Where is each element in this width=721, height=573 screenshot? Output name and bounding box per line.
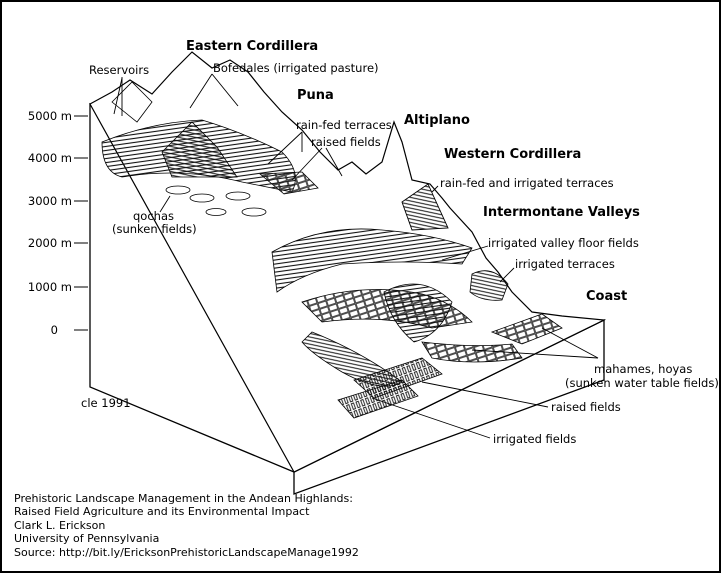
label-irrigated-valley-floor: irrigated valley floor fields bbox=[488, 236, 639, 250]
artist-signature: cle 1991 bbox=[81, 396, 131, 410]
label-rain-fed-terraces: rain-fed terraces bbox=[296, 118, 392, 132]
elev-label-1000: 1000 m bbox=[28, 280, 72, 294]
credit-line-author: Clark L. Erickson bbox=[14, 518, 106, 532]
heading-altiplano: Altiplano bbox=[404, 113, 470, 128]
elev-label-5000: 5000 m bbox=[28, 109, 72, 123]
heading-coast: Coast bbox=[586, 289, 627, 304]
credit-line-source: Source: http://bit.ly/EricksonPrehistori… bbox=[14, 545, 359, 559]
heading-eastern-cordillera: Eastern Cordillera bbox=[186, 39, 318, 54]
heading-intermontane-valleys: Intermontane Valleys bbox=[483, 205, 640, 220]
credit-line-institution: University of Pennsylvania bbox=[14, 532, 160, 546]
label-bofedales: Bofedales (irrigated pasture) bbox=[213, 61, 379, 75]
western-cordillera-peak bbox=[401, 183, 449, 231]
credit-line-title: Prehistoric Landscape Management in the … bbox=[14, 492, 353, 505]
label-qochas: qochas bbox=[133, 209, 174, 223]
label-mahames-sunken: (sunken water table fields) bbox=[565, 376, 719, 390]
intermontane-terraces bbox=[271, 228, 523, 387]
heading-western-cordillera: Western Cordillera bbox=[444, 147, 581, 162]
label-mahames: mahames, hoyas bbox=[594, 362, 692, 376]
label-irrigated-terraces: irrigated terraces bbox=[515, 257, 615, 271]
label-rain-fed-irrigated-terraces: rain-fed and irrigated terraces bbox=[440, 176, 614, 190]
source-credit: Prehistoric Landscape Management in the … bbox=[14, 492, 359, 559]
elev-label-2000: 2000 m bbox=[28, 236, 72, 250]
leader-lines bbox=[113, 73, 599, 439]
coast-fields bbox=[337, 313, 563, 419]
heading-puna: Puna bbox=[297, 88, 334, 103]
elevation-scale: 5000 m 4000 m 3000 m 2000 m 1000 m 0 bbox=[28, 109, 88, 337]
label-irrigated-fields: irrigated fields bbox=[493, 432, 576, 446]
label-reservoirs: Reservoirs bbox=[89, 63, 149, 77]
credit-line-subtitle: Raised Field Agriculture and its Environ… bbox=[14, 505, 310, 519]
label-raised-fields-bottom: raised fields bbox=[551, 400, 621, 414]
label-raised-fields-top: raised fields bbox=[311, 135, 381, 149]
elev-label-0: 0 bbox=[51, 323, 58, 337]
elev-label-4000: 4000 m bbox=[28, 151, 72, 165]
label-qochas-sunken: (sunken fields) bbox=[112, 222, 197, 236]
elev-label-3000: 3000 m bbox=[28, 194, 72, 208]
puna-fields bbox=[165, 171, 319, 217]
